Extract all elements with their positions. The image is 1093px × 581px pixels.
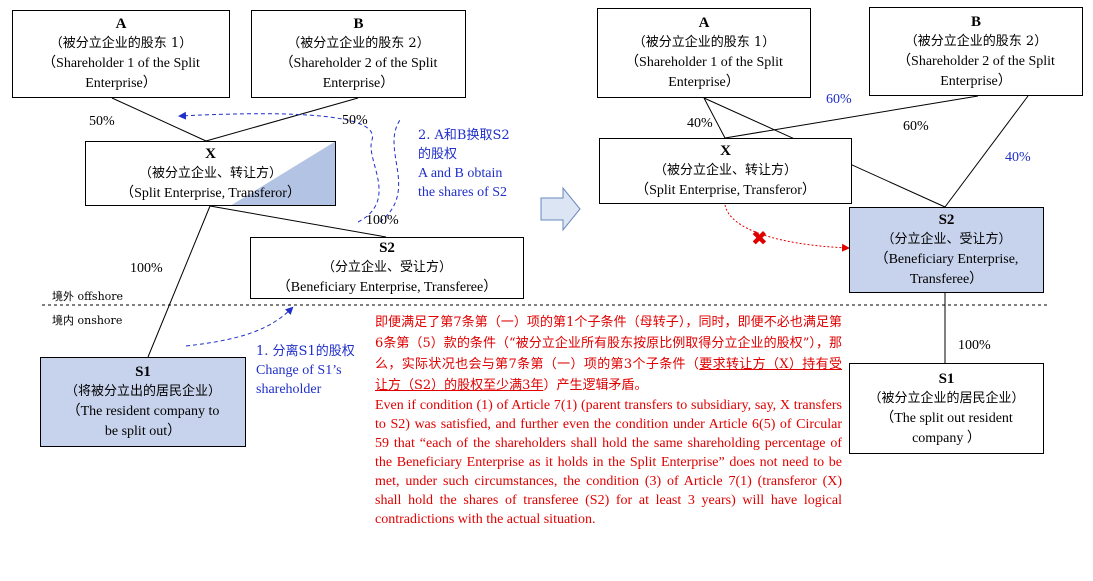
- line-a-x-left: [111, 97, 207, 142]
- box-x-left-title: X: [205, 145, 216, 162]
- arrow-x-s2-blocked: [724, 204, 850, 252]
- explanation-zh-a: 即便满足了第7条第（一）项的第1个子条件（母转子），同时，即便不必也满足第6条第…: [375, 315, 842, 372]
- box-b-left: B （被分立企业的股东 2） （Shareholder 2 of the Spl…: [251, 10, 466, 98]
- box-a-left: A （被分立企业的股东 1） （Shareholder 1 of the Spl…: [12, 10, 230, 98]
- box-b-left-title: B: [353, 16, 364, 32]
- offshore-label: 境外 offshore: [52, 290, 124, 303]
- onshore-label: 境内 onshore: [52, 314, 123, 327]
- box-s2-left-zh: （分立企业、受让方）: [321, 260, 452, 275]
- box-s2-left-title: S2: [379, 240, 395, 256]
- note-obtain-s2-en1: A and B obtain: [418, 166, 503, 181]
- box-s1-left-title: S1: [135, 364, 151, 380]
- arrow-a-b-obtain-s2-2: [379, 119, 401, 223]
- box-s1-right: S1 （被分立企业的居民企业） （The split out resident …: [849, 363, 1044, 454]
- explanation-note: 即便满足了第7条第（一）项的第1个子条件（母转子），同时，即便不必也满足第6条第…: [375, 312, 842, 529]
- box-a-right-title: A: [698, 15, 710, 31]
- box-s1-left: S1 （将被分立出的居民企业） （The resident company to…: [40, 357, 246, 447]
- box-b-right-en1: （Shareholder 2 of the Split: [897, 53, 1055, 69]
- line-b-x-right: [724, 95, 979, 139]
- note-change-s1-zh: 1. 分离S1的股权: [256, 344, 355, 359]
- pct-b-x-right: 60%: [903, 119, 929, 134]
- box-a-left-title: A: [115, 16, 127, 32]
- explanation-zh-b: ）产生逻辑矛盾。: [543, 378, 648, 393]
- box-x-right-en: （Split Enterprise, Transferor）: [635, 183, 816, 198]
- box-s1-right-en1: （The split out resident: [880, 410, 1013, 426]
- pct-b-s2-right: 40%: [1005, 150, 1031, 165]
- note-change-s1: 1. 分离S1的股权 Change of S1’s shareholder: [256, 342, 355, 399]
- box-a-left-zh: （被分立企业的股东 1）: [49, 36, 193, 51]
- box-x-left-zh: （被分立企业、转让方）: [138, 165, 282, 181]
- box-b-left-en2: Enterprise）: [322, 76, 395, 91]
- box-s2-right-en2: Transferee）: [909, 272, 984, 287]
- box-s2-right-title: S2: [938, 212, 955, 228]
- note-obtain-s2-zh2: 的股权: [418, 147, 458, 162]
- box-x-left-en: （Split Enterprise, Transferor）: [120, 185, 301, 201]
- explanation-zh-underlined: 要求转让方（X）持有受让方（S2）的股权至少满3年: [375, 357, 842, 393]
- box-s2-right-en1: （Beneficiary Enterprise,: [874, 252, 1019, 267]
- box-a-right-zh: （被分立企业的股东 1）: [632, 35, 776, 50]
- box-x-right: X （被分立企业、转让方） （Split Enterprise, Transfe…: [599, 138, 852, 204]
- explanation-en: Even if condition (1) of Article 7(1) (p…: [375, 398, 842, 527]
- pct-a-s2-right: 60%: [826, 92, 852, 107]
- line-x-s2-left: [209, 205, 387, 238]
- line-b-x-left: [205, 97, 359, 142]
- pct-x-s2-left: 100%: [366, 213, 399, 228]
- box-s2-right-zh: （分立企业、受让方）: [881, 232, 1012, 247]
- box-s1-right-zh: （被分立企业的居民企业）: [868, 390, 1025, 406]
- note-obtain-s2-en2: the shares of S2: [418, 185, 508, 200]
- arrow-change-s1: [185, 306, 294, 347]
- box-s1-left-zh: （将被分立出的居民企业）: [64, 384, 221, 399]
- pct-s2-s1-right: 100%: [958, 338, 991, 353]
- line-x-s1-left: [147, 205, 211, 358]
- line-b-s2-right: [944, 95, 1029, 208]
- x-shading: [230, 141, 336, 206]
- note-change-s1-en1: Change of S1’s: [256, 363, 342, 378]
- note-change-s1-en2: shareholder: [256, 382, 322, 397]
- pct-a-x-right: 40%: [687, 116, 713, 131]
- box-b-left-zh: （被分立企业的股东 2）: [287, 36, 430, 51]
- note-obtain-s2-zh1: 2. A和B换取S2: [418, 128, 510, 143]
- box-s2-left: S2 （分立企业、受让方） （Beneficiary Enterprise, T…: [250, 237, 524, 299]
- box-x-right-title: X: [720, 143, 731, 159]
- box-b-left-en1: （Shareholder 2 of the Split: [279, 56, 438, 71]
- box-s1-right-en2: company ）: [912, 430, 981, 446]
- box-a-right-en1: （Shareholder 1 of the Split: [625, 55, 783, 70]
- pct-x-s1-left: 100%: [130, 261, 163, 276]
- box-b-right: B （被分立企业的股东 2） （Shareholder 2 of the Spl…: [869, 7, 1083, 96]
- box-s2-left-en: （Beneficiary Enterprise, Transferee）: [276, 280, 498, 295]
- box-x-right-zh: （被分立企业、转让方）: [653, 163, 797, 178]
- box-b-right-en2: Enterprise）: [940, 73, 1012, 89]
- blocked-x-icon: ✖: [751, 226, 768, 250]
- box-x-left: X （被分立企业、转让方） （Split Enterprise, Transfe…: [85, 141, 336, 206]
- box-s1-left-en1: （The resident company to: [66, 404, 220, 419]
- box-a-left-en2: Enterprise）: [85, 76, 157, 91]
- pct-b-x-left: 50%: [342, 113, 368, 128]
- box-a-right-en2: Enterprise）: [668, 75, 740, 90]
- box-s1-left-en2: be split out）: [104, 424, 182, 439]
- box-a-right: A （被分立企业的股东 1） （Shareholder 1 of the Spl…: [597, 8, 811, 98]
- box-s1-right-title: S1: [938, 370, 955, 387]
- pct-a-x-left: 50%: [89, 114, 115, 129]
- box-b-right-title: B: [970, 13, 981, 30]
- box-s2-right: S2 （分立企业、受让方） （Beneficiary Enterprise, T…: [849, 207, 1044, 293]
- box-b-right-zh: （被分立企业的股东 2）: [904, 33, 1048, 49]
- arrow-a-b-obtain-s2: [178, 111, 380, 223]
- transition-arrow: [540, 186, 581, 232]
- box-a-left-en1: （Shareholder 1 of the Split: [42, 56, 200, 71]
- note-obtain-s2: 2. A和B换取S2 的股权 A and B obtain the shares…: [418, 126, 510, 202]
- line-a-x-right: [703, 97, 726, 139]
